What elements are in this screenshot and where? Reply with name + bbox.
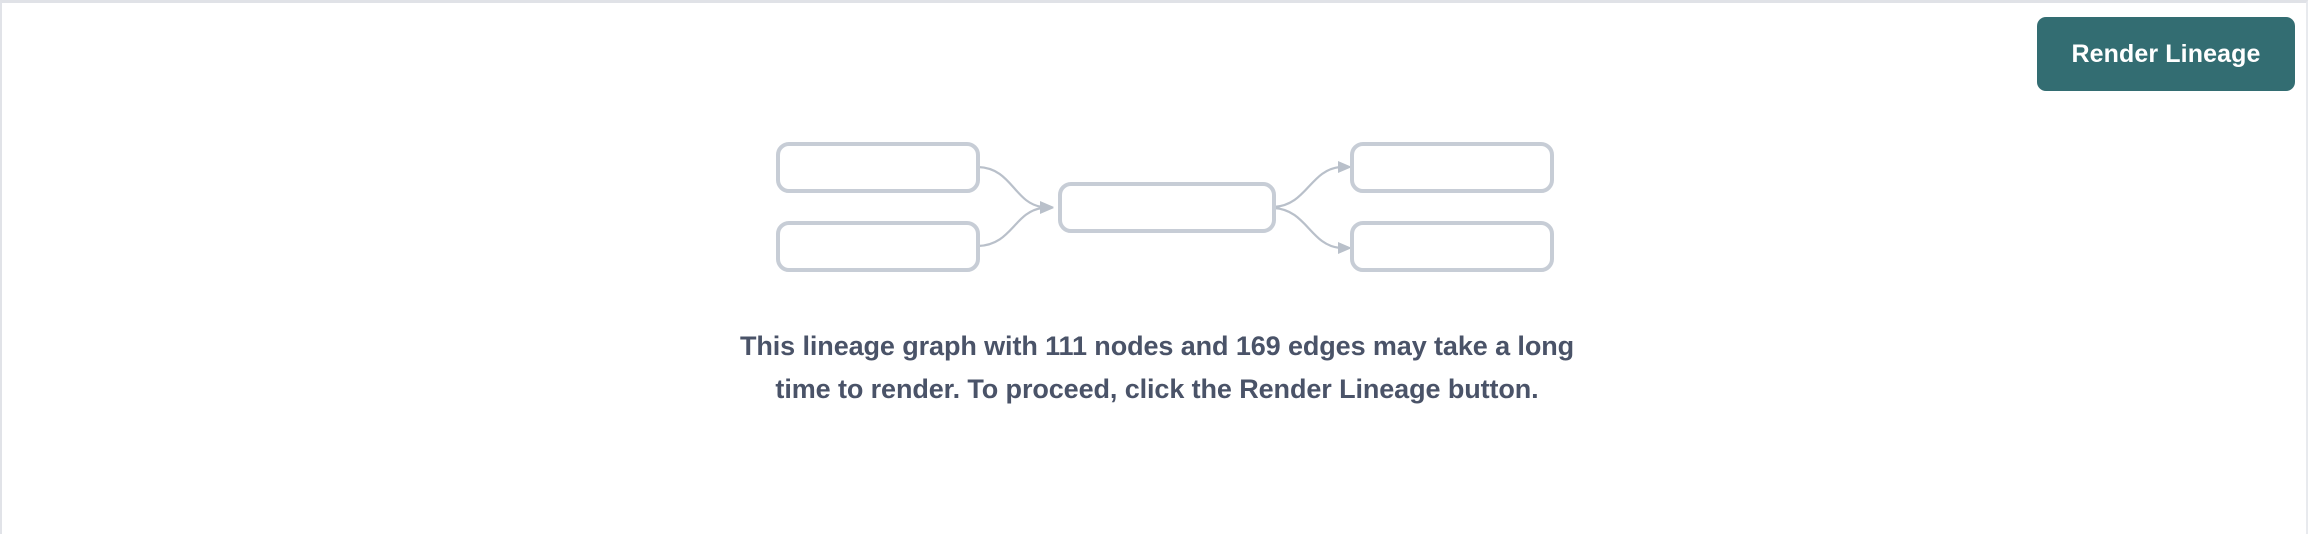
lineage-node-center-1 xyxy=(1058,182,1276,233)
lineage-edge-source1-center xyxy=(977,165,1054,213)
lineage-edge-center-target1 xyxy=(1273,161,1352,209)
warning-line-2: a long time to render. To proceed, click… xyxy=(775,331,1574,404)
lineage-graph-placeholder xyxy=(2,3,2308,534)
warning-line-1: This lineage graph with 111 nodes and 16… xyxy=(740,331,1488,361)
warning-line-3: button. xyxy=(1447,374,1539,404)
lineage-node-source-1 xyxy=(776,142,980,193)
lineage-node-target-1 xyxy=(1350,142,1554,193)
lineage-diagram-svg xyxy=(776,142,1554,272)
render-lineage-button[interactable]: Render Lineage xyxy=(2037,17,2295,91)
lineage-edge-center-target2 xyxy=(1273,206,1352,254)
lineage-warning-message: This lineage graph with 111 nodes and 16… xyxy=(737,325,1577,411)
lineage-node-source-2 xyxy=(776,221,980,272)
lineage-edge-source2-center xyxy=(977,202,1054,248)
lineage-node-target-2 xyxy=(1350,221,1554,272)
